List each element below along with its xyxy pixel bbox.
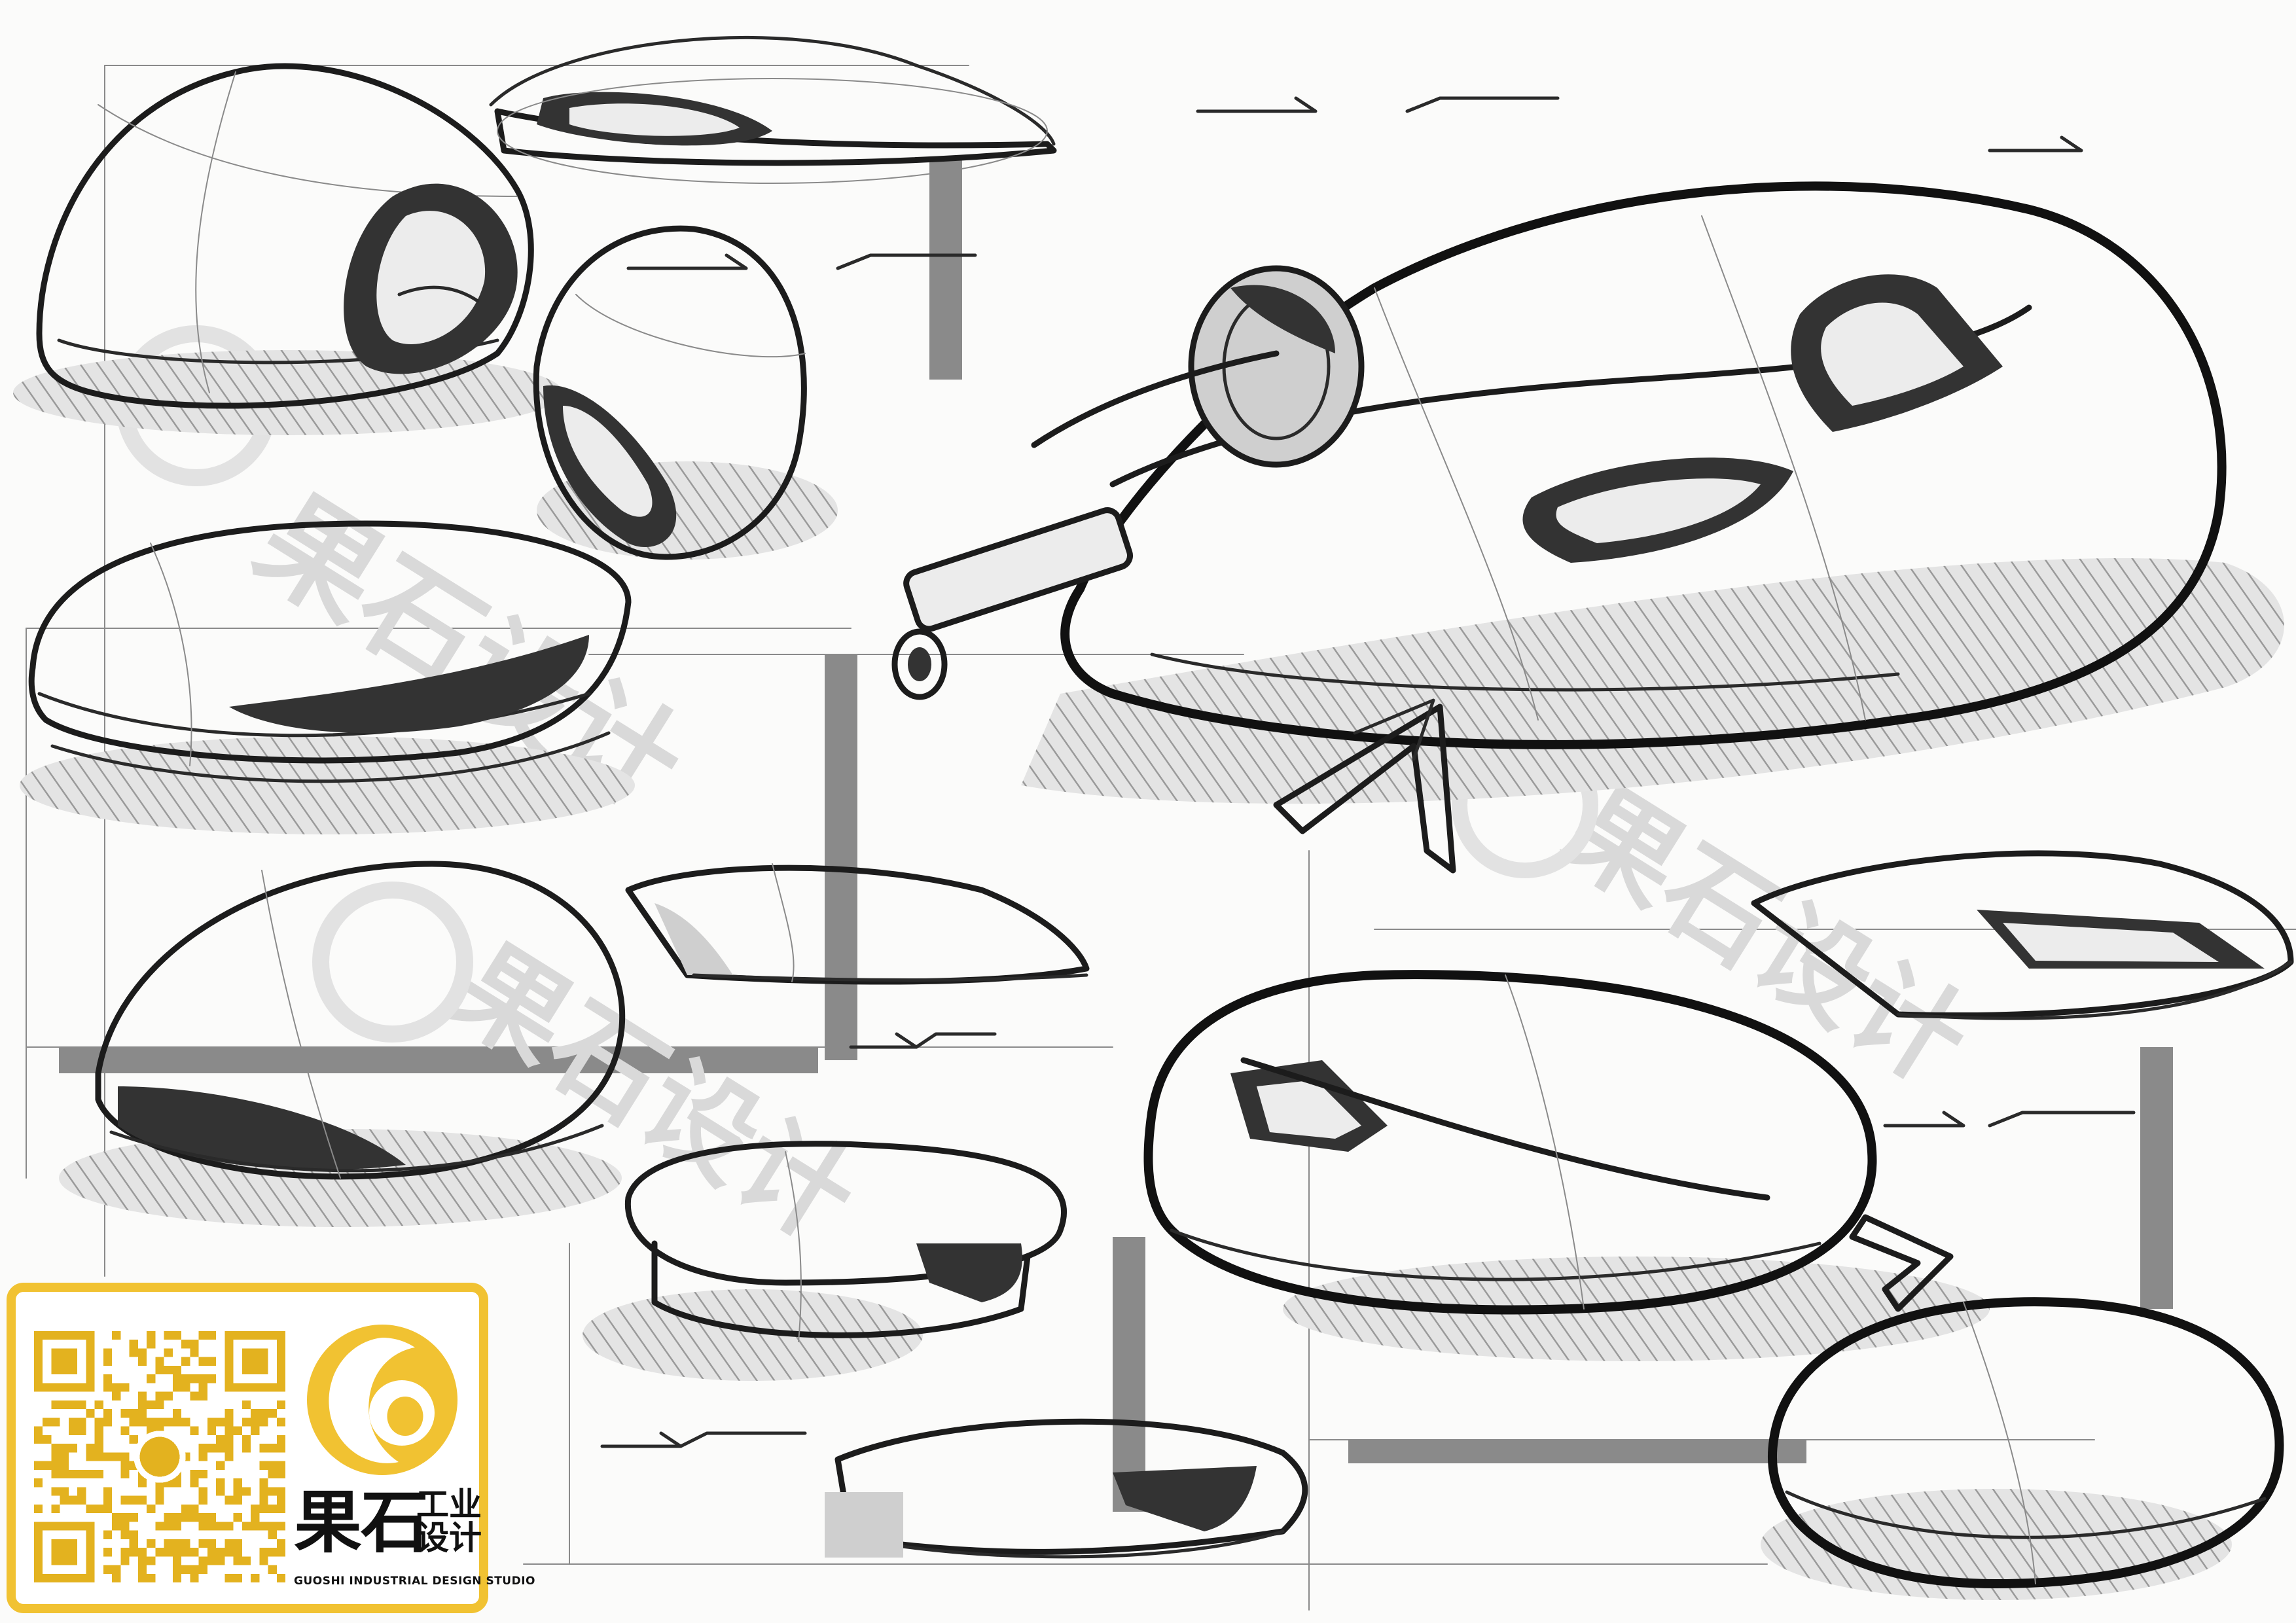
sketch-mouse-left-flat bbox=[20, 520, 635, 834]
sketch-mouse-dome bbox=[533, 225, 838, 560]
sketch-mouse-lower-left bbox=[59, 861, 626, 1227]
watermark-logo-2 bbox=[312, 882, 473, 1043]
sketch-mouse-bottom-right bbox=[1761, 1297, 2284, 1600]
brand-name-en: GUOSHI INDUSTRIAL DESIGN STUDIO bbox=[294, 1575, 535, 1588]
guoshi-logo-icon bbox=[307, 1325, 457, 1475]
sketch-mouse-topleft bbox=[13, 63, 563, 435]
sketch-mouse-main bbox=[891, 181, 2284, 874]
sketch-mouse-right-window bbox=[1143, 970, 1990, 1361]
watermark-3: 果石设计 bbox=[1543, 764, 1990, 1109]
brand-name-cn: 果石 bbox=[294, 1482, 429, 1562]
qr-code-icon bbox=[34, 1331, 285, 1582]
brand-name-cn-small: 工业设计 bbox=[416, 1486, 482, 1557]
brand-card: 果石 工业设计 GUOSHI INDUSTRIAL DESIGN STUDIO bbox=[7, 1283, 535, 1613]
sketch-mouse-top-side bbox=[489, 35, 1057, 184]
sketch-mouse-mid-sled bbox=[625, 863, 1090, 985]
direction-marks bbox=[600, 96, 2136, 1448]
construction-frames bbox=[26, 65, 2296, 1611]
sketch-mouse-right-side bbox=[1751, 850, 2294, 1020]
sketch-mouse-lower-puck bbox=[583, 1141, 1067, 1381]
sketch-mouse-bottom-center bbox=[825, 1418, 1308, 1559]
